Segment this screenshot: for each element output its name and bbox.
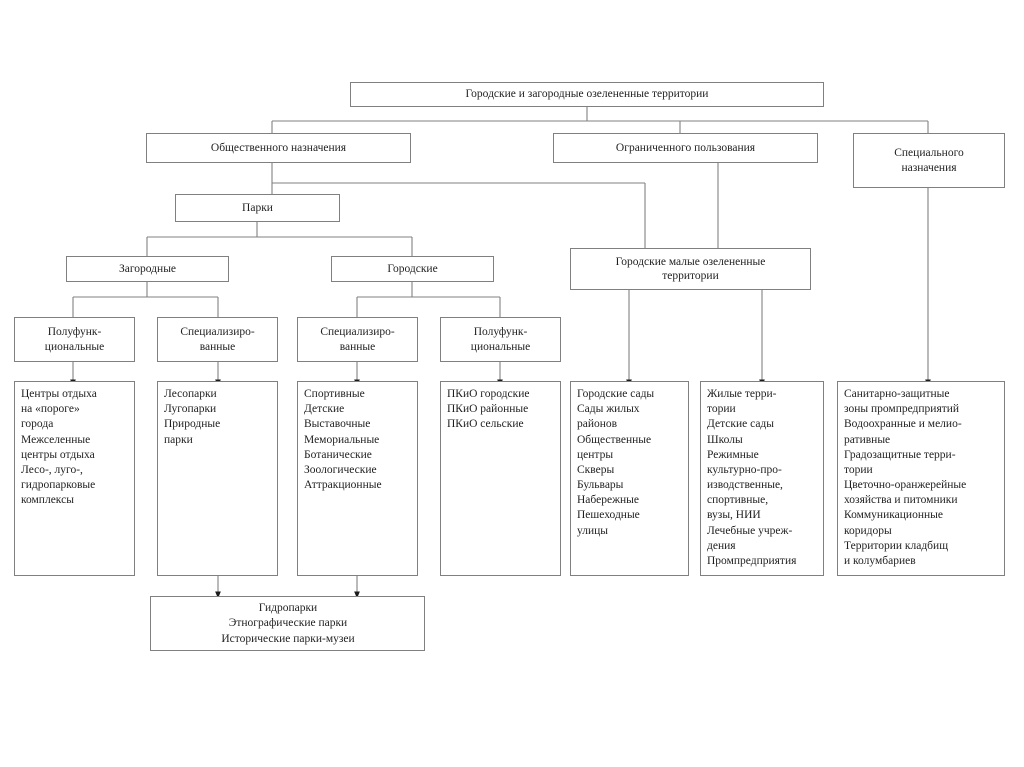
list-suburban-multifunctional[interactable]: Центры отдыха на «пороге» города Межселе… [14, 381, 135, 576]
list-special-purpose[interactable]: Санитарно-защитные зоны промпредприятий … [837, 381, 1005, 576]
node-urban-specialized[interactable]: Специализиро- ванные [297, 317, 418, 362]
node-small-urban-territories-label: Городские малые озелененные территории [615, 255, 766, 282]
list-limited-use[interactable]: Жилые терри- тории Детские сады Школы Ре… [700, 381, 824, 576]
node-suburban-multifunctional[interactable]: Полуфунк- циональные [14, 317, 135, 362]
node-urban-multifunctional-label: Полуфунк- циональные [470, 326, 531, 353]
node-public-purpose-label: Общественного назначения [210, 141, 347, 154]
node-parks[interactable]: Парки [175, 194, 340, 222]
list-urban-multifunctional-items: ПКиО городские ПКиО районные ПКиО сельск… [447, 388, 530, 431]
node-limited-use[interactable]: Ограниченного пользования [553, 133, 818, 163]
list-suburban-specialized-items: Лесопарки Лугопарки Природные парки [164, 388, 221, 446]
node-limited-use-label: Ограниченного пользования [615, 141, 756, 154]
node-urban-multifunctional[interactable]: Полуфунк- циональные [440, 317, 561, 362]
node-parks-label: Парки [242, 201, 273, 214]
node-public-purpose[interactable]: Общественного назначения [146, 133, 411, 163]
node-suburban-specialized-label: Специализиро- ванные [180, 326, 255, 353]
node-urban-parks[interactable]: Городские [331, 256, 494, 282]
list-urban-multifunctional[interactable]: ПКиО городские ПКиО районные ПКиО сельск… [440, 381, 561, 576]
node-hydroparks-composite-label: Гидропарки Этнографические парки Историч… [221, 602, 355, 645]
list-small-urban-territories-items: Городские сады Сады жилых районов Общест… [577, 388, 655, 537]
node-suburban-parks-label: Загородные [118, 262, 177, 275]
list-urban-specialized-items: Спортивные Детские Выставочные Мемориаль… [304, 388, 382, 492]
node-hydroparks-composite[interactable]: Гидропарки Этнографические парки Историч… [150, 596, 425, 651]
node-special-purpose[interactable]: Специального назначения [853, 133, 1005, 188]
list-small-urban-territories[interactable]: Городские сады Сады жилых районов Общест… [570, 381, 689, 576]
node-urban-parks-label: Городские [387, 262, 438, 275]
list-special-purpose-items: Санитарно-защитные зоны промпредприятий … [844, 388, 967, 567]
list-suburban-specialized[interactable]: Лесопарки Лугопарки Природные парки [157, 381, 278, 576]
list-urban-specialized[interactable]: Спортивные Детские Выставочные Мемориаль… [297, 381, 418, 576]
node-root-label: Городские и загородные озелененные терри… [465, 88, 709, 101]
node-special-purpose-label: Специального назначения [894, 147, 964, 174]
node-root[interactable]: Городские и загородные озелененные терри… [350, 82, 824, 107]
list-limited-use-items: Жилые терри- тории Детские сады Школы Ре… [707, 388, 797, 567]
node-urban-specialized-label: Специализиро- ванные [320, 326, 395, 353]
node-small-urban-territories[interactable]: Городские малые озелененные территории [570, 248, 811, 290]
node-suburban-specialized[interactable]: Специализиро- ванные [157, 317, 278, 362]
node-suburban-multifunctional-label: Полуфунк- циональные [44, 326, 105, 353]
node-suburban-parks[interactable]: Загородные [66, 256, 229, 282]
list-suburban-multifunctional-items: Центры отдыха на «пороге» города Межселе… [21, 388, 97, 507]
